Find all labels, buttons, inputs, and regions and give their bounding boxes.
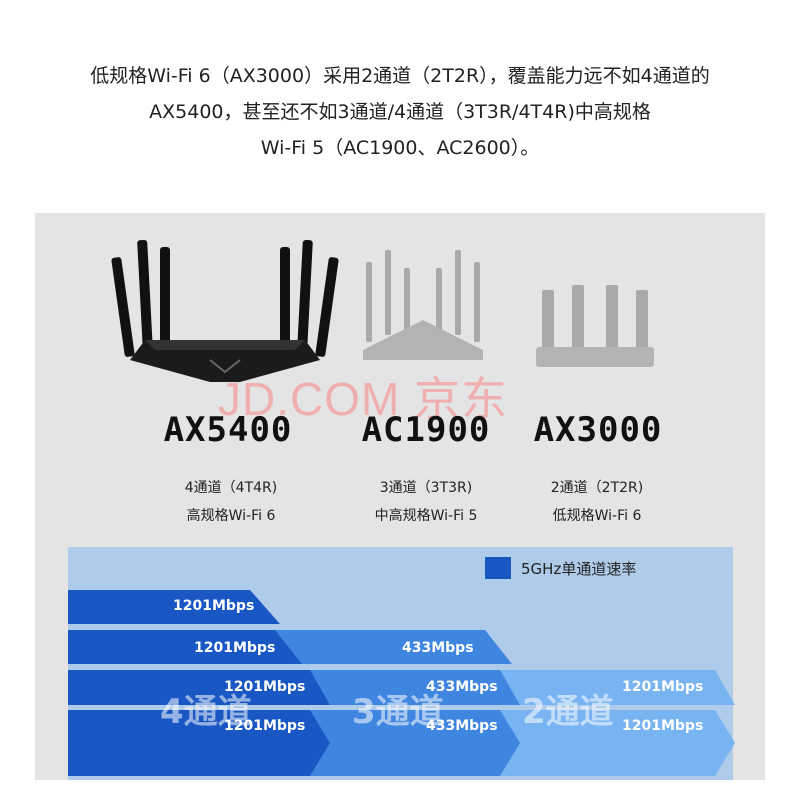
spec-channels: 3通道（3T3R): [379, 480, 473, 496]
legend-label: 5GHz单通道速率: [521, 559, 637, 578]
intro-line-2: AX5400，甚至还不如3通道/4通道（3T3R/4T4R)中高规格: [149, 101, 651, 123]
spec-tier: 高规格Wi-Fi 6: [186, 508, 276, 524]
chart-legend: 5GHz单通道速率: [485, 557, 636, 579]
ac1900-router-image: [363, 250, 483, 360]
speed-row1-seg1: 1201Mbps: [173, 598, 255, 614]
speed-row2-seg2: 433Mbps: [402, 640, 474, 656]
bar-row4-seg1: [68, 710, 330, 776]
bar-row2-seg1: [68, 630, 302, 664]
spec-ac1900: 3通道（3T3R) 中高规格Wi-Fi 5: [336, 474, 516, 530]
speed-row3-seg2: 433Mbps: [426, 679, 498, 695]
channel-label-2: 2通道: [522, 692, 614, 732]
legend-swatch: [485, 557, 511, 579]
intro-line-1: 低规格Wi-Fi 6（AX3000）采用2通道（2T2R），覆盖能力远不如4通道…: [90, 65, 710, 87]
bar-row4-seg2: [300, 710, 520, 776]
spec-tier: 低规格Wi-Fi 6: [552, 508, 642, 524]
speed-row3-seg3: 1201Mbps: [622, 679, 704, 695]
bar-row3-seg3: [490, 670, 735, 705]
intro-text: 低规格Wi-Fi 6（AX3000）采用2通道（2T2R），覆盖能力远不如4通道…: [0, 58, 800, 166]
bar-row1-seg1: [68, 590, 280, 624]
speed-row4-seg3: 1201Mbps: [622, 718, 704, 734]
jd-watermark: JD.COM 京东: [218, 373, 509, 425]
bar-row2-seg2: [270, 630, 512, 664]
spec-ax5400: 4通道（4T4R) 高规格Wi-Fi 6: [141, 474, 321, 530]
intro-line-3: Wi-Fi 5（AC1900、AC2600）。: [260, 137, 540, 159]
model-name-ax3000: AX3000: [533, 410, 663, 450]
channel-label-3: 3通道: [352, 692, 444, 732]
spec-channels: 4通道（4T4R): [184, 480, 278, 496]
spec-tier: 中高规格Wi-Fi 5: [374, 508, 478, 524]
speed-row4-seg1: 1201Mbps: [224, 718, 306, 734]
spec-channels: 2通道（2T2R): [550, 480, 644, 496]
speed-row4-seg2: 433Mbps: [426, 718, 498, 734]
bar-row3-seg2: [300, 670, 520, 705]
speed-row2-seg1: 1201Mbps: [194, 640, 276, 656]
model-name-ax5400: AX5400: [163, 410, 293, 450]
spec-ax3000: 2通道（2T2R) 低规格Wi-Fi 6: [507, 474, 687, 530]
ax5400-router-image: [111, 239, 339, 382]
bar-row3-seg1: [68, 670, 330, 705]
bar-row4-seg3: [490, 710, 735, 776]
model-name-ac1900: AC1900: [361, 410, 491, 450]
ax3000-router-image: [536, 285, 654, 367]
speed-row3-seg1: 1201Mbps: [224, 679, 306, 695]
channel-label-4: 4通道: [160, 692, 252, 732]
